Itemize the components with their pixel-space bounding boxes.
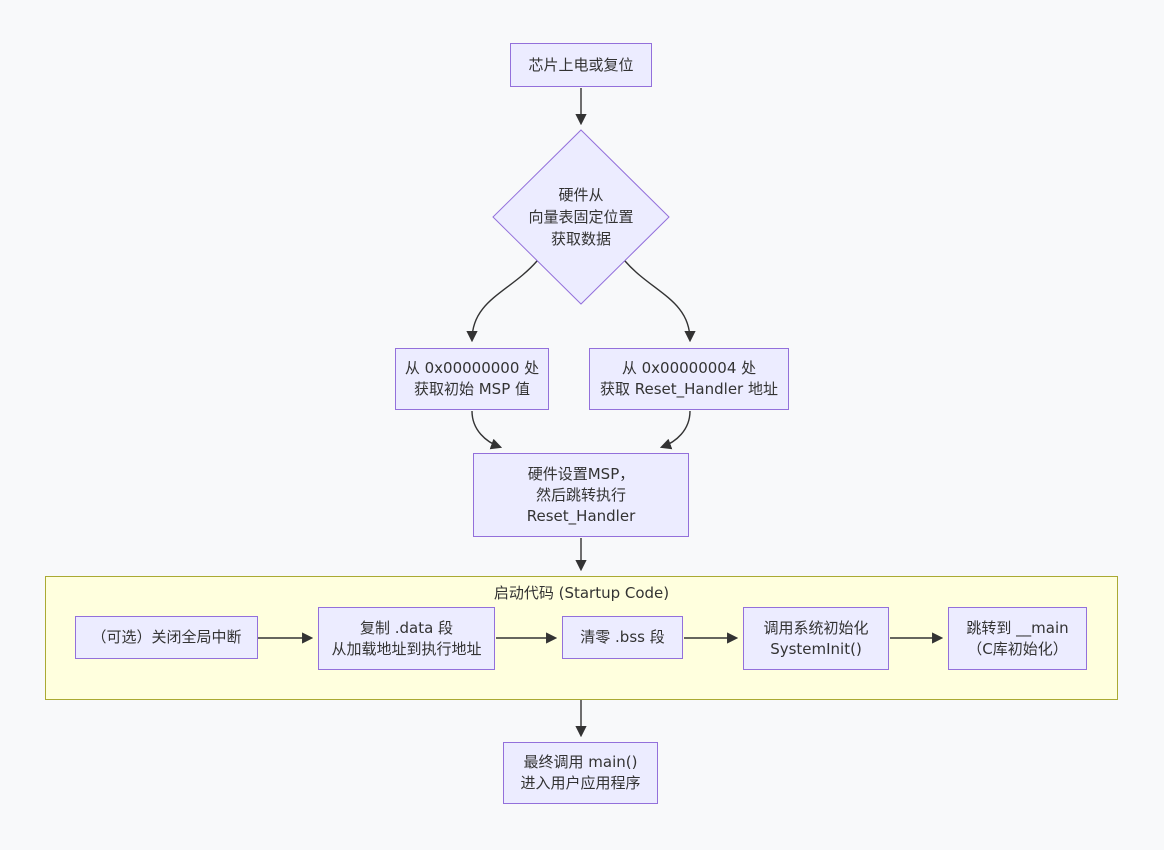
node-system-init: 调用系统初始化 SystemInit()	[743, 607, 889, 670]
node-text-line: 获取 Reset_Handler 地址	[599, 380, 778, 398]
subgraph-title: 启动代码 (Startup Code)	[493, 584, 670, 602]
node-text-line: （C库初始化）	[967, 639, 1068, 658]
node-text-line: 然后跳转执行	[535, 485, 626, 504]
node-disable-irq: （可选）关闭全局中断	[75, 616, 258, 659]
node-text-line: 进入用户应用程序	[520, 774, 641, 792]
node-msp-init: 从 0x00000000 处 获取初始 MSP 值	[395, 348, 549, 410]
node-vector-fetch: 硬件从 向量表固定位置 获取数据	[481, 183, 681, 251]
node-text-line: 从 0x00000004 处	[621, 359, 757, 377]
node-text-line: 清零 .bss 段	[580, 628, 665, 646]
node-text-line: Reset_Handler	[526, 506, 636, 525]
decision-diamond-shape	[492, 129, 670, 305]
edge-diamond-to-msp	[466, 260, 538, 343]
node-zero-bss: 清零 .bss 段	[562, 616, 683, 659]
node-text-line: （可选）关闭全局中断	[91, 628, 242, 646]
node-reset-handler-addr: 从 0x00000004 处 获取 Reset_Handler 地址	[589, 348, 789, 410]
node-text-line: 最终调用 main()	[523, 753, 638, 771]
node-text-line: 芯片上电或复位	[528, 55, 634, 74]
node-text-line: 向量表固定位置	[528, 208, 634, 226]
node-text-line: 从 0x00000000 处	[404, 359, 540, 377]
node-text-line: 跳转到 __main	[966, 618, 1069, 637]
node-text-line: 调用系统初始化	[763, 618, 869, 637]
node-power-on: 芯片上电或复位	[510, 43, 652, 87]
node-text-line: 获取数据	[550, 230, 611, 248]
edge-handler-to-merge	[659, 410, 691, 450]
node-text-line: 获取初始 MSP 值	[413, 380, 531, 398]
node-text-line: 复制 .data 段	[359, 618, 454, 637]
node-text-line: 硬件从	[558, 186, 604, 204]
node-copy-data: 复制 .data 段 从加载地址到执行地址	[318, 607, 495, 670]
node-set-msp-jump: 硬件设置MSP， 然后跳转执行 Reset_Handler	[473, 453, 689, 537]
node-text-line: 从加载地址到执行地址	[331, 639, 482, 658]
node-jump-main: 跳转到 __main （C库初始化）	[948, 607, 1087, 670]
node-text-line: 硬件设置MSP，	[527, 464, 635, 483]
node-call-main: 最终调用 main() 进入用户应用程序	[503, 742, 658, 804]
node-text-line: SystemInit()	[770, 639, 862, 658]
edge-msp-to-merge	[471, 410, 503, 450]
edge-diamond-to-handler	[624, 260, 696, 343]
